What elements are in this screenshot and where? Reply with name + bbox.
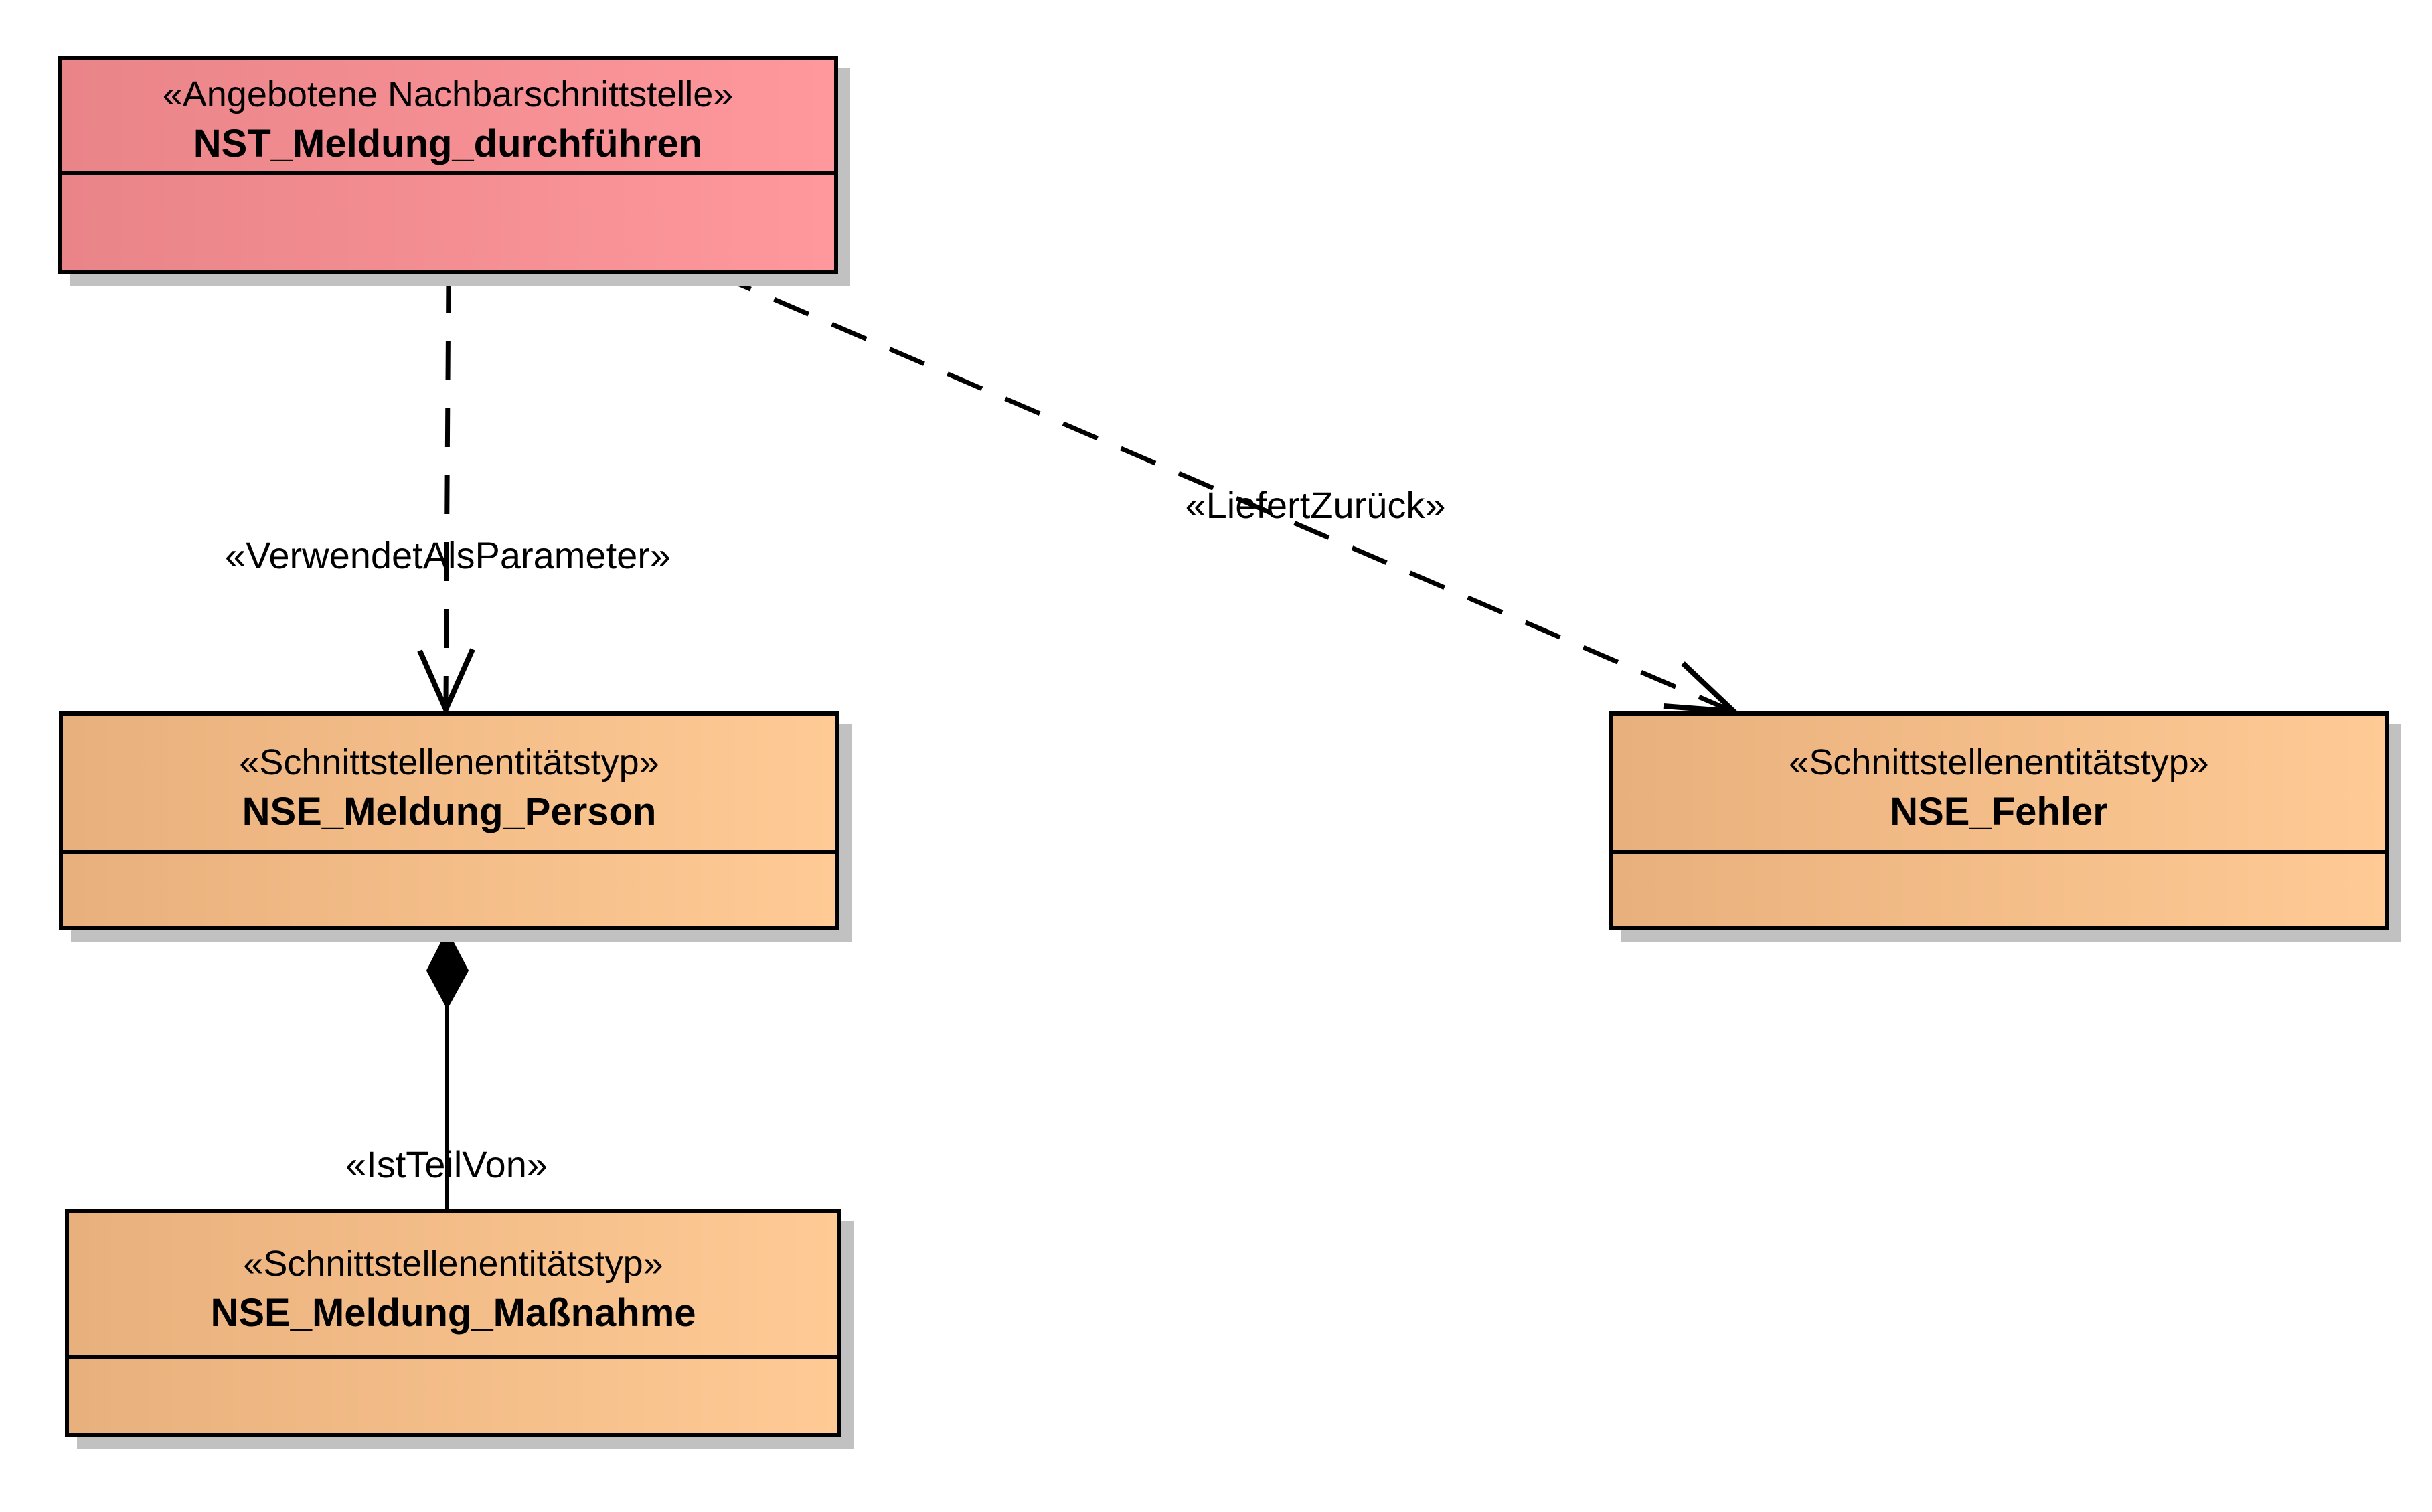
name-compartment: «Angebotene Nachbarschnittstelle» NST_Me… bbox=[62, 60, 834, 175]
open-arrowhead-icon bbox=[1663, 661, 1741, 715]
edge-label-verwendet-als-parameter: «VerwendetAlsParameter» bbox=[224, 534, 671, 576]
attributes-compartment bbox=[63, 854, 835, 926]
name-compartment: «Schnittstellenentitätstyp» NSE_Meldung_… bbox=[69, 1213, 837, 1359]
name-compartment: «Schnittstellenentitätstyp» NSE_Meldung_… bbox=[63, 716, 835, 854]
edge-verwendet-als-parameter bbox=[443, 274, 451, 705]
class-name-label: NSE_Meldung_Person bbox=[242, 789, 657, 833]
class-name-label: NSE_Meldung_Maßnahme bbox=[210, 1290, 696, 1335]
stereotype-label: «Angebotene Nachbarschnittstelle» bbox=[162, 74, 734, 114]
attributes-compartment bbox=[69, 1359, 837, 1433]
edge-label-ist-teil-von: «IstTeilVon» bbox=[345, 1143, 548, 1185]
class-nst-meldung-durchfuehren[interactable]: «Angebotene Nachbarschnittstelle» NST_Me… bbox=[58, 56, 838, 274]
class-name-label: NSE_Fehler bbox=[1890, 789, 2108, 833]
attributes-compartment bbox=[1613, 854, 2385, 926]
class-name-label: NST_Meldung_durchführen bbox=[193, 122, 703, 165]
class-nse-meldung-person[interactable]: «Schnittstellenentitätstyp» NSE_Meldung_… bbox=[59, 711, 839, 930]
stereotype-label: «Schnittstellenentitätstyp» bbox=[239, 742, 659, 782]
attributes-compartment bbox=[62, 175, 834, 270]
open-arrowhead-icon bbox=[417, 648, 475, 716]
name-compartment: «Schnittstellenentitätstyp» NSE_Fehler bbox=[1613, 716, 2385, 854]
composition-diamond-icon bbox=[426, 929, 469, 1010]
stereotype-label: «Schnittstellenentitätstyp» bbox=[243, 1243, 663, 1284]
stereotype-label: «Schnittstellenentitätstyp» bbox=[1789, 742, 2209, 782]
class-nse-meldung-massnahme[interactable]: «Schnittstellenentitätstyp» NSE_Meldung_… bbox=[65, 1209, 841, 1437]
edge-label-liefert-zurueck: «LiefertZurück» bbox=[1185, 484, 1446, 526]
class-nse-fehler[interactable]: «Schnittstellenentitätstyp» NSE_Fehler bbox=[1609, 711, 2389, 930]
